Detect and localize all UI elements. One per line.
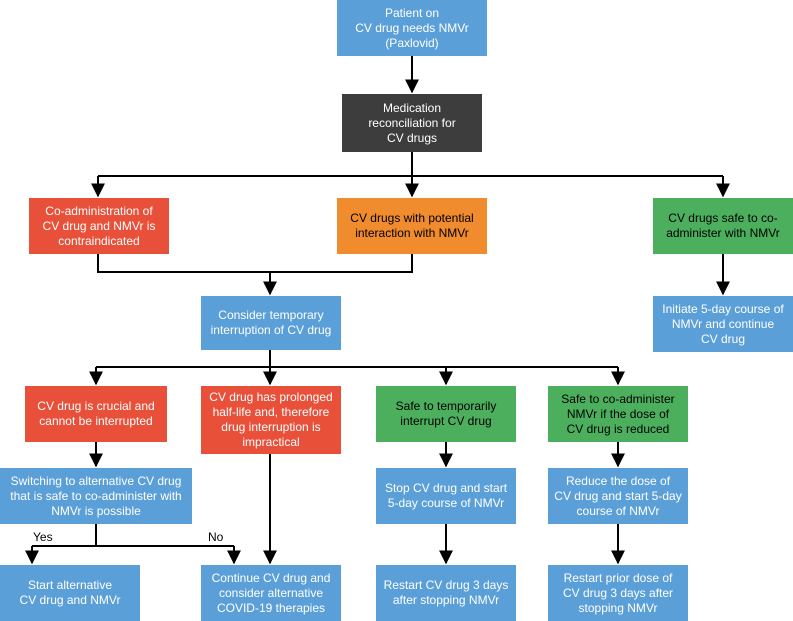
node-start-alternative: Start alternative CV drug and NMVr [0,565,140,621]
node-prolonged: CV drug has prolonged half-life and, the… [201,386,341,454]
node-safe-coadminister: CV drugs safe to co- administer with NMV… [653,198,793,254]
node-restart-prior: Restart prior dose of CV drug 3 days aft… [548,565,688,621]
edge-label-yes: Yes [33,530,53,544]
edge-label-no: No [208,530,224,544]
node-stop-drug: Stop CV drug and start 5-day course of N… [376,468,516,524]
edge-contraindicated-merge [97,254,413,273]
node-switching: Switching to alternative CV drug that is… [0,468,192,524]
node-consider-interruption: Consider temporary interruption of CV dr… [201,296,341,350]
node-safe-interrupt: Safe to temporarily interrupt CV drug [376,386,516,442]
node-potential-interaction: CV drugs with potential interaction with… [337,198,487,254]
node-contraindicated: Co-administration of CV drug and NMVr is… [29,198,169,254]
node-start: Patient on CV drug needs NMVr (Paxlovid) [337,0,487,56]
node-crucial: CV drug is crucial and cannot be interru… [25,386,167,442]
node-initiate-course: Initiate 5-day course of NMVr and contin… [653,296,793,352]
node-safe-dose-reduced: Safe to co-administer NMVr if the dose o… [548,386,688,442]
node-reduce-dose: Reduce the dose of CV drug and start 5-d… [548,468,688,524]
node-continue-drug: Continue CV drug and consider alternativ… [201,565,341,621]
node-reconcile: Medication reconciliation for CV drugs [342,94,482,152]
node-restart-drug: Restart CV drug 3 days after stopping NM… [376,565,516,621]
